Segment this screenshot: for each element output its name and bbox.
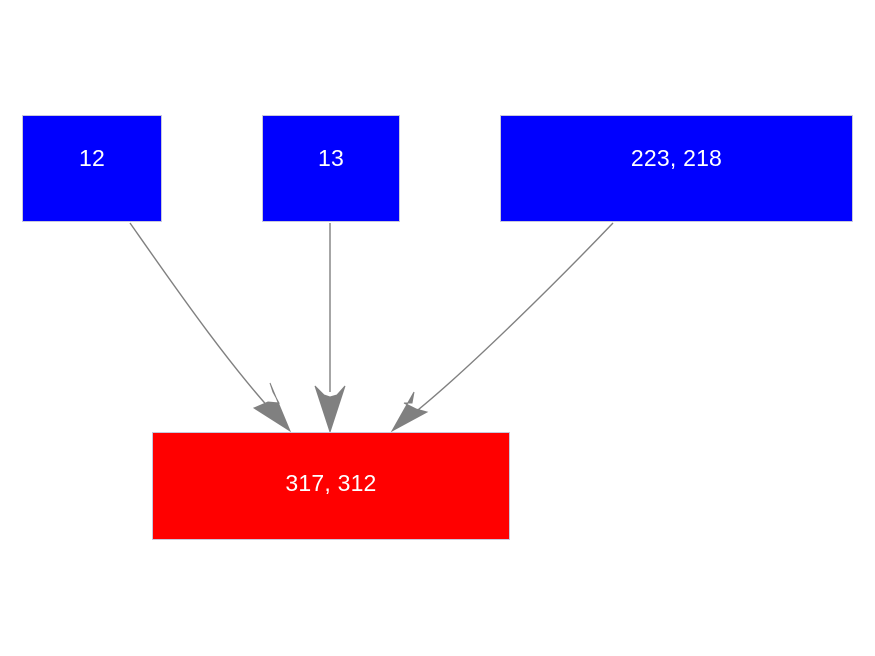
node-label: 12 — [79, 145, 105, 171]
edge-12-to-317 — [129, 222, 292, 433]
node-label: 317, 312 — [285, 469, 377, 496]
edge-12-line — [129, 222, 284, 424]
edge-223-to-317 — [390, 222, 614, 433]
edge-13-to-317 — [314, 223, 346, 434]
graph-node-13[interactable]: 13 — [262, 115, 400, 222]
arrowhead-icon — [314, 385, 346, 434]
graph-node-317-312[interactable]: 317, 312 — [152, 432, 510, 540]
node-label: 223, 218 — [630, 145, 723, 171]
node-label: 13 — [318, 145, 344, 171]
graph-node-223-218[interactable]: 223, 218 — [500, 115, 853, 222]
graph-node-12[interactable]: 12 — [22, 115, 162, 222]
arrowhead-icon — [390, 391, 429, 433]
arrowhead-icon — [252, 382, 292, 433]
edge-223-line — [403, 222, 614, 422]
